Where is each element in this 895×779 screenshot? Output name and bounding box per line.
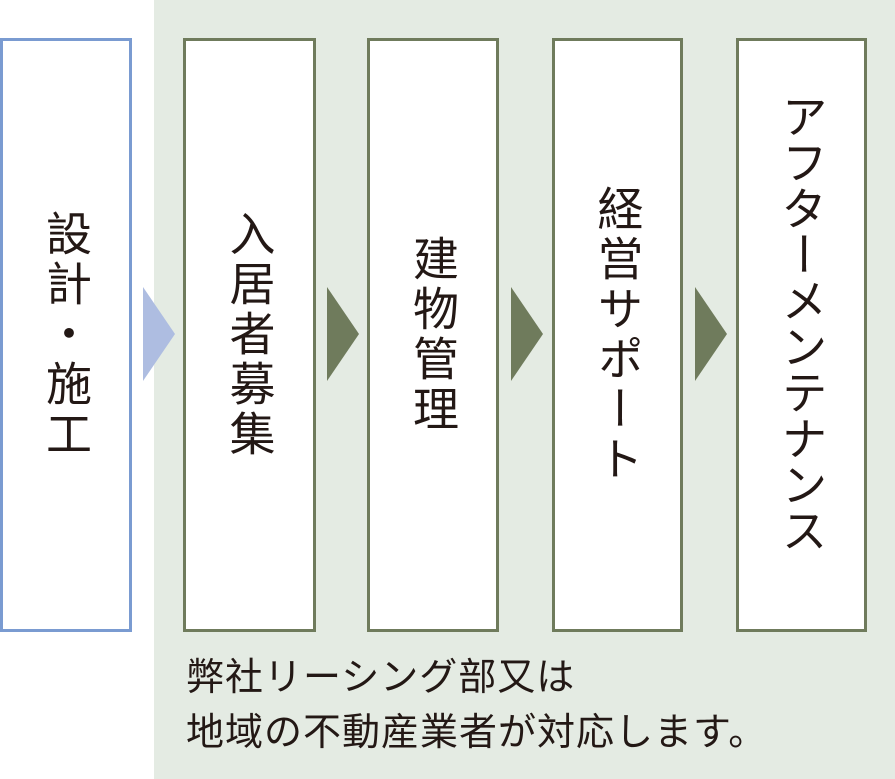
step-after-maintenance: アフターメンテナンス <box>736 38 867 632</box>
step-label: 建物管理 <box>406 235 460 435</box>
step-building-management: 建物管理 <box>367 38 499 632</box>
step-label: 経営サポート <box>590 185 645 485</box>
step-label: 入居者募集 <box>222 210 277 460</box>
step-label: 設計・施工 <box>39 210 93 460</box>
arrow-right-icon <box>327 287 359 381</box>
arrow-right-icon <box>695 287 727 381</box>
step-tenant-recruitment: 入居者募集 <box>183 38 316 632</box>
arrow-right-icon <box>511 287 543 381</box>
note-line-2: 地域の不動産業者が対応します。 <box>186 710 768 754</box>
step-design-construction: 設計・施工 <box>0 38 132 632</box>
step-label: アフターメンテナンス <box>774 93 829 553</box>
note-text: 弊社リーシング部又は 地域の不動産業者が対応します。 <box>186 650 767 760</box>
step-management-support: 経営サポート <box>552 38 683 632</box>
note-line-1: 弊社リーシング部又は <box>186 655 576 699</box>
arrow-right-icon <box>143 287 175 381</box>
